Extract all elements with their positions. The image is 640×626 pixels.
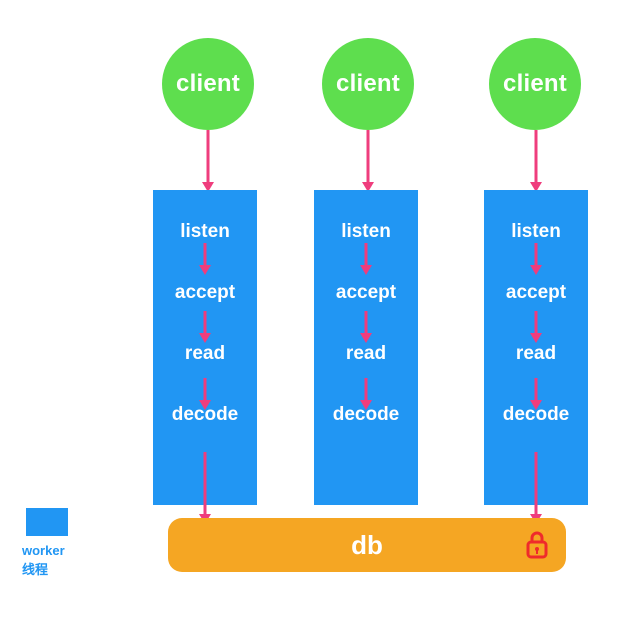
client-node-2: client bbox=[322, 38, 414, 130]
client-node-label: client bbox=[336, 70, 400, 97]
arrow-client-to-worker-2 bbox=[360, 130, 376, 192]
worker-step-listen: listen bbox=[511, 221, 561, 242]
worker-step-decode: decode bbox=[332, 404, 400, 425]
legend: worker 线程 bbox=[20, 508, 130, 578]
worker-step-read: read bbox=[515, 343, 557, 364]
client-node-3: client bbox=[489, 38, 581, 130]
worker-step-accept: accept bbox=[335, 282, 397, 303]
arrow-listen-accept-2 bbox=[358, 243, 374, 275]
worker-step-listen: listen bbox=[180, 221, 230, 242]
worker-step-listen: listen bbox=[341, 221, 391, 242]
legend-label-thread: 线程 bbox=[22, 561, 49, 577]
worker-step-read: read bbox=[184, 343, 226, 364]
worker-step-accept: accept bbox=[174, 282, 236, 303]
arrow-decode-db-3 bbox=[528, 452, 544, 524]
arrow-decode-db-1 bbox=[197, 452, 213, 524]
arrow-listen-accept-3 bbox=[528, 243, 544, 275]
worker-step-read: read bbox=[345, 343, 387, 364]
client-node-label: client bbox=[176, 70, 240, 97]
arrow-read-decode-1 bbox=[197, 378, 213, 410]
db-bar: db bbox=[168, 518, 566, 572]
worker-step-decode: decode bbox=[502, 404, 570, 425]
worker-step-decode: decode bbox=[171, 404, 239, 425]
arrow-client-to-worker-1 bbox=[200, 130, 216, 192]
worker-step-accept: accept bbox=[505, 282, 567, 303]
legend-label-worker: worker bbox=[22, 543, 65, 558]
lock-icon bbox=[526, 530, 548, 560]
db-label: db bbox=[351, 529, 383, 560]
arrow-listen-accept-1 bbox=[197, 243, 213, 275]
arrow-client-to-worker-3 bbox=[528, 130, 544, 192]
arrow-accept-read-2 bbox=[358, 311, 374, 343]
client-node-label: client bbox=[503, 70, 567, 97]
arrow-read-decode-2 bbox=[358, 378, 374, 410]
arrow-read-decode-3 bbox=[528, 378, 544, 410]
arrow-accept-read-1 bbox=[197, 311, 213, 343]
client-node-1: client bbox=[162, 38, 254, 130]
legend-swatch-worker bbox=[26, 508, 68, 536]
arrow-accept-read-3 bbox=[528, 311, 544, 343]
worker-column-2: listen accept read decode bbox=[314, 190, 418, 505]
